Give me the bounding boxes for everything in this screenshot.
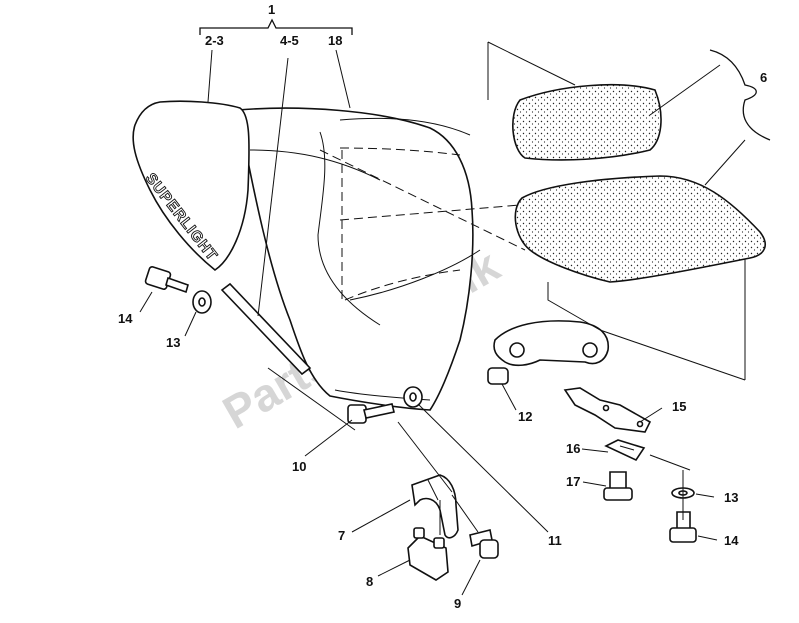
callout-11: 11	[548, 533, 562, 548]
washer-13-left	[192, 290, 212, 314]
callout-2-3: 2-3	[205, 33, 224, 48]
callout-15: 15	[672, 399, 686, 414]
seat-pad-main	[514, 175, 766, 283]
callout-6: 6	[760, 70, 767, 85]
callout-8: 8	[366, 574, 373, 589]
callout-18: 18	[328, 33, 342, 48]
nut-12	[487, 367, 509, 385]
callout-9: 9	[454, 596, 461, 611]
rear-tail-bracket	[493, 320, 609, 367]
callout-13-right: 13	[724, 490, 738, 505]
group-bracket-6	[649, 49, 771, 186]
callout-12: 12	[518, 409, 532, 424]
callout-10: 10	[292, 459, 306, 474]
group-bracket-1	[199, 18, 353, 35]
bracket-15	[563, 387, 652, 433]
plate-8	[407, 527, 449, 581]
plate-16	[604, 439, 646, 462]
bolt-10	[347, 403, 395, 424]
clamp-7	[411, 474, 459, 539]
guide-lines-right	[649, 454, 691, 520]
leader-lines	[139, 49, 718, 596]
callout-14-left: 14	[118, 311, 133, 326]
bolt-14-left	[144, 266, 189, 294]
side-panel-2-3: SUPERLIGHT	[132, 100, 250, 271]
bolt-14-right	[669, 511, 697, 543]
seat-cowl	[237, 107, 481, 411]
callout-17: 17	[566, 474, 580, 489]
callout-7: 7	[338, 528, 345, 543]
hidden-lines	[319, 147, 526, 301]
screw-9	[469, 529, 499, 559]
callout-16: 16	[566, 441, 580, 456]
callout-14-right: 14	[724, 533, 739, 548]
guide-lines-bottom	[397, 421, 479, 535]
screw-17	[603, 471, 633, 501]
callouts: 1 2-3 4-5 18 6 14 13 10 11 12 15 16 17 1…	[118, 2, 767, 611]
callout-1: 1	[268, 2, 275, 17]
callout-13-left: 13	[166, 335, 180, 350]
washer-11	[403, 386, 423, 408]
seat-pad-rear	[512, 84, 662, 161]
trim-strip-4-5	[220, 57, 356, 431]
callout-4-5: 4-5	[280, 33, 299, 48]
